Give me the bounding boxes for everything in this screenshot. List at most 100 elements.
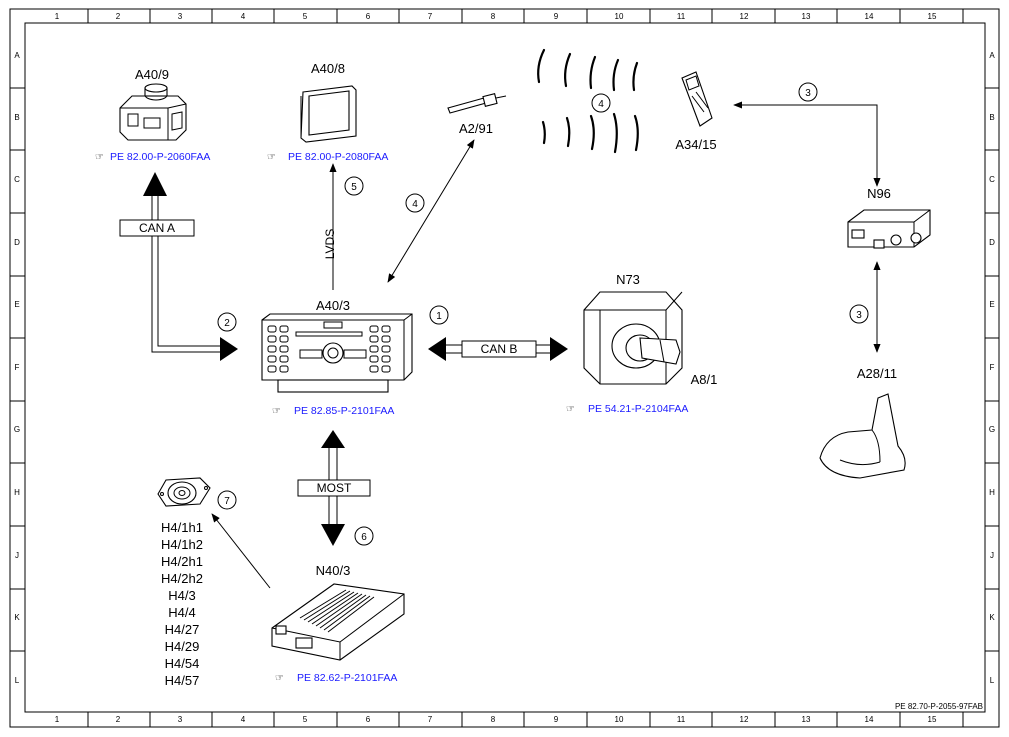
phone-connection-3: 3 xyxy=(733,82,881,187)
connection-5-number: 5 xyxy=(351,182,357,193)
control-unit-icon xyxy=(847,209,931,249)
row-label: E xyxy=(14,300,19,309)
arrow-head-down xyxy=(321,524,345,546)
antenna-connection-4: 4 xyxy=(387,139,475,283)
speaker-icon xyxy=(157,477,211,507)
row-label: C xyxy=(14,175,20,184)
row-label: A xyxy=(989,51,995,60)
handset-icon xyxy=(681,71,713,127)
col-label: 9 xyxy=(554,715,559,724)
row-label: A xyxy=(14,51,20,60)
connection-4-number: 4 xyxy=(412,199,418,210)
col-label: 2 xyxy=(116,12,121,21)
row-label: L xyxy=(15,676,20,685)
connection-6-marker xyxy=(354,526,374,546)
shark-fin-antenna-icon xyxy=(819,393,906,479)
row-label: D xyxy=(14,238,20,247)
speaker-label: H4/54 xyxy=(165,656,200,671)
connection-3-marker xyxy=(849,304,869,324)
grid-row-labels: A B C D E F G H J K L A B C D E F G H J … xyxy=(14,51,995,685)
speaker-label: H4/27 xyxy=(165,622,200,637)
row-label: K xyxy=(14,613,20,622)
can-b-connection: CAN B 1 xyxy=(428,305,568,361)
connection-5-marker xyxy=(344,176,364,196)
row-label: C xyxy=(989,175,995,184)
speaker-label: H4/1h1 xyxy=(161,520,203,535)
connection-1-marker xyxy=(429,305,449,325)
n40-3-ref-link: PE 82.62-P-2101FAA xyxy=(297,672,397,684)
connection-4-marker xyxy=(405,193,425,213)
row-label: B xyxy=(989,113,994,122)
connection-4-number: 4 xyxy=(598,99,604,110)
n96-module: N96 xyxy=(847,186,931,249)
arrow-head-right xyxy=(220,337,238,361)
a40-3-label: A40/3 xyxy=(316,298,350,313)
a40-8-ref-link: PE 82.00-P-2080FAA xyxy=(288,151,388,163)
display-icon xyxy=(300,85,357,143)
connection-3-number: 3 xyxy=(856,310,862,321)
arrow-head-right xyxy=(550,337,568,361)
row-label: G xyxy=(989,425,995,434)
radio-waves-icon xyxy=(537,48,639,154)
lvds-label: LVDS xyxy=(323,229,337,259)
a40-8-label: A40/8 xyxy=(311,61,345,76)
row-label: F xyxy=(990,363,995,372)
col-label: 8 xyxy=(491,715,496,724)
col-label: 1 xyxy=(55,12,60,21)
a28-11-label: A28/11 xyxy=(857,366,897,381)
col-label: 4 xyxy=(241,12,246,21)
col-label: 11 xyxy=(677,12,686,21)
arrow-head-up xyxy=(321,430,345,448)
antenna-rod-icon xyxy=(447,93,507,114)
col-label: 7 xyxy=(428,715,433,724)
col-label: 12 xyxy=(740,12,749,21)
n40-3-amplifier: N40/3 ☞ PE 82.62-P-2101FAA xyxy=(271,563,405,684)
row-label: K xyxy=(989,613,995,622)
pointing-hand-icon: ☞ xyxy=(566,404,575,415)
connection-7-marker xyxy=(217,490,237,510)
connection-3-number: 3 xyxy=(805,88,811,99)
row-label: J xyxy=(15,551,19,560)
row-label: G xyxy=(14,425,20,434)
n96-label: N96 xyxy=(867,186,891,201)
most-box xyxy=(297,479,371,497)
a40-3-reference: ☞ PE 82.85-P-2101FAA xyxy=(272,405,394,417)
n73-label: N73 xyxy=(616,272,640,287)
n40-3-reference: ☞ PE 82.62-P-2101FAA xyxy=(275,672,397,684)
arrow-head-up xyxy=(143,172,167,196)
col-label: 14 xyxy=(865,12,874,21)
row-label: H xyxy=(989,488,995,497)
a40-9-reference: ☞ PE 82.00-P-2060FAA xyxy=(95,151,210,163)
row-label: B xyxy=(14,113,19,122)
connection-3-marker xyxy=(798,82,818,102)
document-id: PE 82.70-P-2055-97FAB xyxy=(895,702,983,711)
col-label: 1 xyxy=(55,715,60,724)
a40-8-display: A40/8 ☞ PE 82.00-P-2080FAA xyxy=(267,61,388,163)
arrow-head-left xyxy=(428,337,446,361)
a40-9-controller: A40/9 ☞ PE 82.00-P-2060FAA xyxy=(95,67,210,163)
col-label: 3 xyxy=(178,715,183,724)
pointing-hand-icon: ☞ xyxy=(272,406,281,417)
col-label: 13 xyxy=(802,715,811,724)
speaker-label: H4/57 xyxy=(165,673,200,688)
can-a-label: CAN A xyxy=(139,221,175,235)
controller-icon xyxy=(119,83,187,141)
col-label: 9 xyxy=(554,12,559,21)
speaker-label: H4/4 xyxy=(168,605,195,620)
col-label: 12 xyxy=(740,715,749,724)
col-label: 5 xyxy=(303,12,308,21)
amplifier-icon xyxy=(271,583,405,661)
a8-1-label: A8/1 xyxy=(691,372,718,387)
row-label: H xyxy=(14,488,20,497)
n40-3-label: N40/3 xyxy=(316,563,351,578)
col-label: 6 xyxy=(366,12,371,21)
a40-3-head-unit: A40/3 xyxy=(261,298,413,417)
row-label: F xyxy=(15,363,20,372)
row-label: L xyxy=(990,676,995,685)
head-unit-icon xyxy=(261,313,413,393)
n73-ignition-switch: N73 A8/1 ☞ PE 54.21-P-2104FAA xyxy=(566,272,717,415)
a40-3-ref-link: PE 82.85-P-2101FAA xyxy=(294,405,394,417)
most-connection: MOST 6 xyxy=(297,430,374,546)
col-label: 10 xyxy=(615,715,624,724)
